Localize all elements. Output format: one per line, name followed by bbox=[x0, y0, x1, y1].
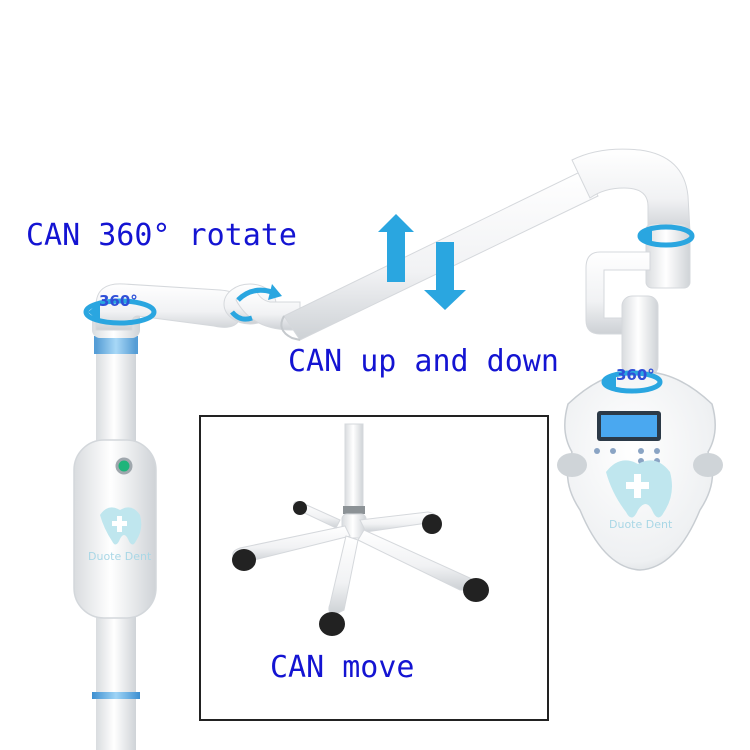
caster-wheel bbox=[293, 501, 307, 515]
rotation-label-head: 360° bbox=[616, 366, 655, 384]
pole-blue-band-bottom bbox=[92, 692, 140, 699]
caster-wheel bbox=[463, 578, 489, 602]
caster-base bbox=[232, 423, 489, 636]
caption-up-down: CAN up and down bbox=[288, 344, 559, 379]
lamp-head bbox=[557, 371, 723, 571]
brand-name-pole: Duote Dent bbox=[88, 550, 152, 563]
brand-name-head: Duote Dent bbox=[609, 518, 673, 531]
left-handle-grip bbox=[557, 453, 587, 477]
power-button bbox=[115, 457, 133, 475]
caster-wheel bbox=[232, 549, 256, 571]
up-down-arrows-icon bbox=[378, 214, 466, 310]
head-tooth-logo bbox=[606, 460, 672, 518]
right-handle-grip bbox=[693, 453, 723, 477]
circular-rotate-arrow-icon bbox=[637, 224, 695, 248]
caption-rotate: CAN 360° rotate bbox=[26, 218, 297, 253]
rotation-label-pole: 360° bbox=[99, 292, 138, 310]
circular-rotate-arrow-icon bbox=[601, 370, 663, 394]
control-buttons bbox=[594, 448, 660, 464]
inset-frame bbox=[199, 415, 549, 721]
circular-rotate-arrow-icon bbox=[230, 284, 282, 322]
caster-wheel bbox=[422, 514, 442, 534]
lcd-display bbox=[601, 415, 657, 437]
pole-tooth-logo bbox=[100, 507, 142, 545]
circular-rotate-arrow-icon bbox=[83, 298, 157, 326]
head-neck bbox=[621, 295, 659, 377]
caption-move: CAN move bbox=[270, 650, 415, 685]
arm-segment-3 bbox=[571, 148, 691, 377]
caster-wheel bbox=[319, 612, 345, 636]
control-unit bbox=[73, 439, 157, 619]
pole-blue-band-top bbox=[94, 336, 138, 354]
arm-segment-1 bbox=[95, 283, 301, 331]
